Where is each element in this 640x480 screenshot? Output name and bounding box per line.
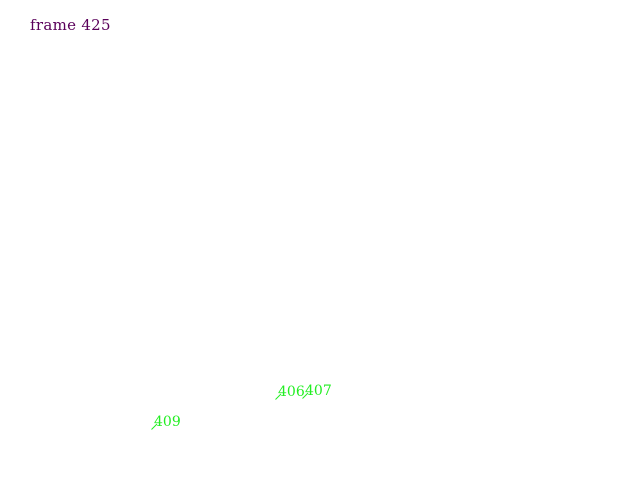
marker-label: 409 <box>154 414 181 430</box>
track-marker: 409 <box>151 414 187 430</box>
marker-pointer-icon <box>151 423 158 430</box>
marker-label: 407 <box>305 383 332 399</box>
marker-label: 406 <box>278 384 305 400</box>
marker-pointer-icon <box>275 393 282 400</box>
frame-counter-label: frame 425 <box>30 16 111 34</box>
marker-pointer-icon <box>302 392 309 399</box>
track-marker: 406 <box>275 384 311 400</box>
track-marker: 407 <box>302 383 338 399</box>
